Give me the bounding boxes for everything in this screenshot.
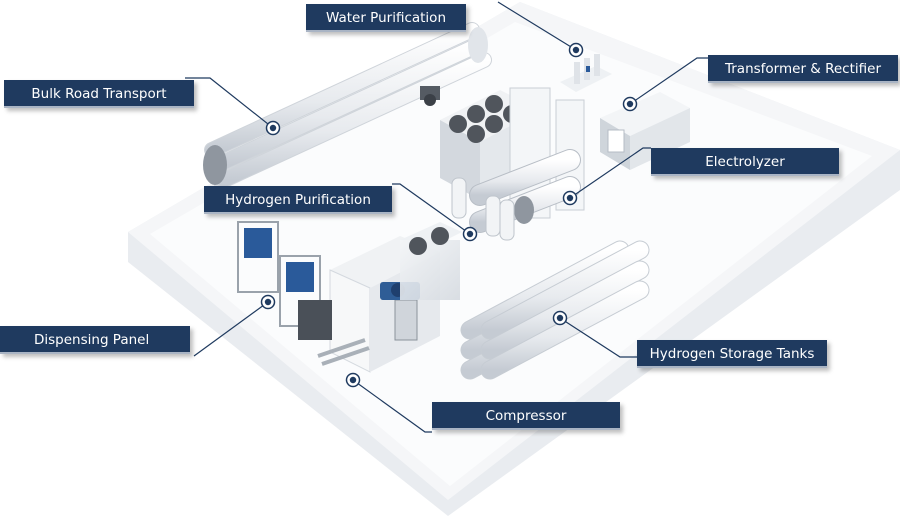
purification-vessels (451, 177, 515, 241)
label-water-purification: Water Purification (306, 4, 466, 32)
label-dispensing-panel: Dispensing Panel (0, 326, 190, 354)
leader-water-purification (497, 1, 577, 51)
leader-hydrogen-storage-tanks (559, 317, 637, 358)
leader-transformer-rectifier (629, 57, 708, 105)
label-hydrogen-purification: Hydrogen Purification (204, 186, 392, 214)
label-hydrogen-storage-tanks: Hydrogen Storage Tanks (637, 340, 827, 368)
label-electrolyzer: Electrolyzer (651, 148, 839, 176)
leader-hydrogen-purification (392, 183, 471, 235)
leader-markers (260, 42, 638, 388)
storage-tank-bundle (460, 240, 650, 380)
leader-dispensing-panel (193, 301, 269, 357)
leader-compressor (352, 379, 432, 433)
leader-lines (185, 1, 708, 433)
label-compressor: Compressor (432, 402, 620, 430)
dispensing-racks (237, 221, 370, 366)
label-transformer-rectifier: Transformer & Rectifier (708, 55, 898, 83)
tube-trailer (203, 22, 492, 188)
leader-electrolyzer (569, 147, 651, 199)
compressor-room (329, 222, 462, 373)
leader-bulk-road-transport (185, 77, 274, 129)
label-bulk-road-transport: Bulk Road Transport (4, 80, 194, 108)
transformer-rectifier-unit (600, 92, 690, 170)
water-purification-unit (560, 54, 612, 92)
